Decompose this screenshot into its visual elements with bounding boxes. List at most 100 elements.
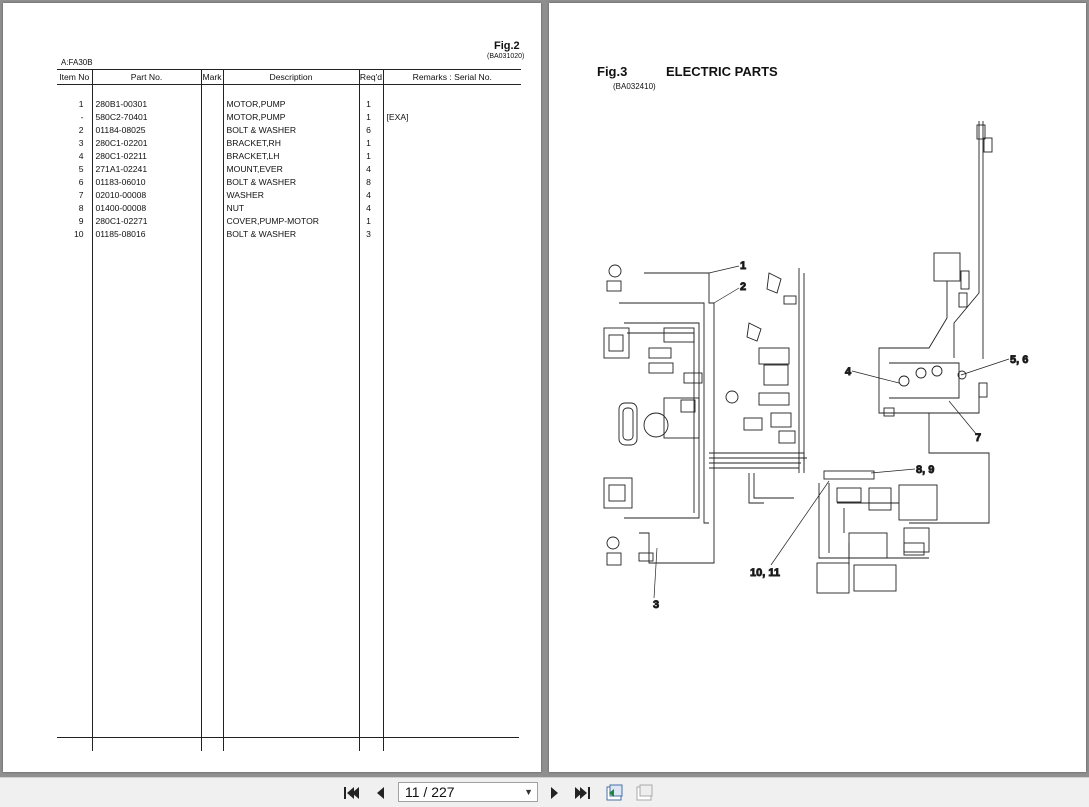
- go-forward-view-button[interactable]: [633, 783, 655, 803]
- description-cell: WASHER: [222, 189, 359, 202]
- description-cell: BOLT & WASHER: [222, 176, 359, 189]
- reqd-cell: 1: [358, 98, 383, 111]
- fig-label: Fig.2: [494, 40, 520, 52]
- callout-5-6: 5, 6: [1010, 354, 1028, 366]
- mark-cell: [200, 163, 223, 176]
- callout-8-9: 8, 9: [916, 464, 934, 476]
- part-no-cell: 02010-00008: [91, 189, 201, 202]
- item-no-cell: 2: [78, 125, 84, 135]
- col-reqd: Req'd: [358, 69, 383, 85]
- main-harness: [619, 268, 807, 564]
- reqd-cell: 4: [358, 163, 383, 176]
- page-indicator: 11 / 227: [405, 784, 455, 800]
- middle-components: [725, 272, 797, 444]
- first-page-icon: [344, 787, 359, 799]
- fig3-code: (BA032410): [613, 82, 656, 91]
- description-cell: MOUNT,EVER: [222, 163, 359, 176]
- item-no-cell: 10: [73, 229, 84, 239]
- item-no-cell: 4: [78, 151, 84, 161]
- callout-3: 3: [653, 599, 659, 611]
- item-no-cell: 7: [78, 190, 84, 200]
- prev-page-button[interactable]: [369, 783, 391, 803]
- reqd-cell: 4: [358, 202, 383, 215]
- callout-7: 7: [975, 432, 981, 444]
- last-page-button[interactable]: [572, 783, 594, 803]
- go-forward-view-icon: [636, 784, 653, 801]
- electric-parts-diagram: 1 2 3 4 5, 6 7 8, 9 10, 11: [603, 121, 1029, 611]
- part-no-cell: 280B1-00301: [91, 98, 201, 111]
- reqd-cell: 1: [358, 215, 383, 228]
- right-lower-components: [816, 470, 938, 594]
- remarks-cell: [382, 176, 521, 189]
- reqd-cell: 1: [358, 111, 383, 124]
- fig3-title: ELECTRIC PARTS: [666, 64, 778, 79]
- page-number-input[interactable]: 11 / 227 ▼: [398, 782, 538, 802]
- right-upper-components: [878, 121, 993, 524]
- part-no-cell: 580C2-70401: [91, 111, 201, 124]
- description-cell: BRACKET,RH: [222, 137, 359, 150]
- mark-cell: [200, 137, 223, 150]
- model-label: A:FA30B: [61, 58, 93, 67]
- col-description: Description: [222, 69, 359, 85]
- item-no-cell: -: [80, 112, 84, 122]
- table-filler: [57, 241, 521, 751]
- col-item-no: Item No: [57, 69, 92, 85]
- remarks-cell: [382, 124, 521, 137]
- next-page-icon: [551, 787, 558, 799]
- go-back-view-icon: [606, 784, 623, 801]
- mark-cell: [200, 176, 223, 189]
- last-page-icon: [575, 787, 590, 799]
- col-remarks: Remarks : Serial No.: [382, 69, 521, 85]
- part-no-cell: 01400-00008: [91, 202, 201, 215]
- mark-cell: [200, 202, 223, 215]
- remarks-cell: [382, 228, 521, 241]
- description-cell: BRACKET,LH: [222, 150, 359, 163]
- reqd-cell: 1: [358, 137, 383, 150]
- item-no-cell: 9: [78, 216, 84, 226]
- remarks-cell: [382, 189, 521, 202]
- description-cell: MOTOR,PUMP: [222, 98, 359, 111]
- parts-table: Item No Part No. Mark Description Req'd …: [57, 69, 521, 751]
- next-page-button[interactable]: [544, 783, 566, 803]
- prev-page-icon: [377, 787, 384, 799]
- fig-code: (BA031020): [487, 53, 525, 60]
- mark-cell: [200, 98, 223, 111]
- mark-cell: [200, 215, 223, 228]
- remarks-cell: [382, 163, 521, 176]
- left-page: Fig.2 (BA031020) A:FA30B Item No Part No…: [3, 3, 541, 772]
- mark-cell: [200, 189, 223, 202]
- viewer-toolbar: 11 / 227 ▼: [0, 777, 1089, 807]
- table-header: Item No Part No. Mark Description Req'd …: [57, 69, 521, 85]
- item-no-cell: 8: [78, 203, 84, 213]
- right-page: Fig.3 ELECTRIC PARTS (BA032410): [549, 3, 1086, 772]
- item-no-cell: 6: [78, 177, 84, 187]
- first-page-button[interactable]: [340, 783, 362, 803]
- chevron-down-icon[interactable]: ▼: [524, 787, 533, 797]
- item-no-cell: 5: [78, 164, 84, 174]
- description-cell: BOLT & WASHER: [222, 124, 359, 137]
- mark-cell: [200, 228, 223, 241]
- description-cell: COVER,PUMP-MOTOR: [222, 215, 359, 228]
- description-cell: NUT: [222, 202, 359, 215]
- description-cell: MOTOR,PUMP: [222, 111, 359, 124]
- remarks-cell: [382, 215, 521, 228]
- part-no-cell: 01183-06010: [91, 176, 201, 189]
- remarks-cell: [382, 150, 521, 163]
- part-no-cell: 01185-08016: [91, 228, 201, 241]
- table-bottom-line: [57, 737, 519, 738]
- go-back-view-button[interactable]: [603, 783, 625, 803]
- mark-cell: [200, 111, 223, 124]
- part-no-cell: 280C1-02211: [91, 150, 201, 163]
- remarks-cell: [382, 202, 521, 215]
